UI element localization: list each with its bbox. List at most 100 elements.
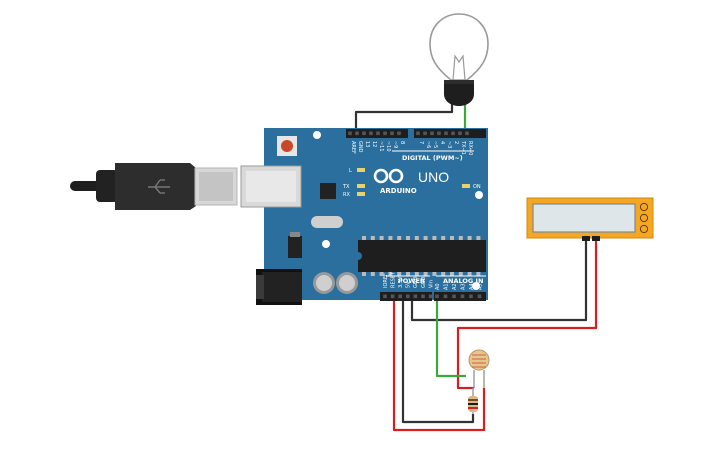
atmega-chip: [358, 236, 486, 276]
power-pin-socket[interactable]: [428, 294, 433, 299]
led-on: [462, 184, 470, 188]
wire-lcd-vcc[interactable]: [456, 240, 598, 390]
analog-pin-socket[interactable]: [477, 294, 482, 299]
led-rx-label: RX: [343, 192, 350, 198]
wire-a0[interactable]: [435, 300, 466, 378]
chip-pin: [458, 236, 463, 240]
chip-pin: [397, 272, 402, 276]
analog-pin-label: A3: [460, 283, 466, 290]
voltage-regulator: [288, 236, 302, 258]
analog-pin-socket[interactable]: [469, 294, 473, 299]
lcd-pin-icons: [639, 202, 649, 234]
digital-pin-socket[interactable]: [397, 131, 401, 136]
power-pin-socket[interactable]: [421, 294, 425, 299]
chip-pin: [370, 236, 375, 240]
digital-pin-socket[interactable]: [369, 131, 373, 136]
analog-pin-label: A0: [435, 283, 441, 290]
analog-pin-socket[interactable]: [452, 294, 456, 299]
power-pin-label: 3.3V: [398, 276, 404, 288]
chip-pin: [467, 272, 472, 276]
digital-pin-socket[interactable]: [423, 131, 427, 136]
led-l: [357, 168, 365, 172]
digital-pin-socket[interactable]: [376, 131, 380, 136]
chip-pin: [450, 272, 454, 276]
analog-pin-label: A1: [443, 283, 449, 290]
mounting-hole: [475, 191, 483, 199]
brand-label: ARDUINO: [380, 187, 417, 195]
digital-pin-label: ~9: [392, 141, 398, 148]
digital-pin-socket[interactable]: [348, 131, 352, 136]
capacitor: [336, 272, 358, 294]
resistor[interactable]: [468, 388, 478, 414]
light-bulb-icon[interactable]: [429, 13, 489, 106]
analog-pin-label: A4: [469, 283, 475, 290]
digital-pin-label: 13: [364, 141, 370, 147]
power-pin-label: GND: [413, 276, 419, 288]
chip-pin: [423, 236, 428, 240]
digital-pin-socket[interactable]: [362, 131, 366, 136]
chip-pin: [476, 236, 481, 240]
chip-pin: [441, 236, 446, 240]
digital-pin-label: ~5: [432, 141, 438, 148]
chip-pin: [362, 236, 366, 240]
crystal: [311, 216, 343, 228]
chip-pin: [370, 272, 375, 276]
digital-pin-label: 2: [453, 141, 459, 144]
chip-pin: [432, 236, 437, 240]
usb-cable[interactable]: [70, 163, 238, 210]
chip-pin: [476, 272, 481, 276]
wires: [354, 104, 598, 432]
chip-pin: [388, 236, 393, 240]
digital-pin-socket[interactable]: [451, 131, 455, 136]
digital-pin-socket[interactable]: [458, 131, 462, 136]
chip-pin: [423, 272, 428, 276]
lcd-display[interactable]: [526, 197, 654, 241]
digital-pin-label: AREF: [350, 141, 356, 154]
digital-pin-socket[interactable]: [355, 131, 359, 136]
digital-pin-socket[interactable]: [430, 131, 434, 136]
digital-pin-label: ~11: [378, 141, 384, 152]
wire-bulb-gnd[interactable]: [354, 104, 454, 131]
chip-pin: [467, 236, 472, 240]
wire-lcd-gnd[interactable]: [410, 240, 588, 322]
chip-pin: [379, 272, 384, 276]
digital-pin-socket[interactable]: [437, 131, 441, 136]
power-pin-label: 5V: [406, 281, 412, 288]
analog-pin-socket[interactable]: [443, 294, 448, 299]
chip-pin: [406, 236, 410, 240]
mounting-hole: [472, 282, 480, 290]
wire-gnd[interactable]: [401, 300, 475, 424]
digital-pin-socket[interactable]: [465, 131, 469, 136]
power-header-label: POWER: [398, 277, 425, 285]
model-label: UNO: [418, 169, 449, 185]
power-jack: [256, 269, 302, 305]
photoresistor[interactable]: [468, 349, 490, 388]
power-pin-socket[interactable]: [383, 294, 387, 299]
analog-pin-socket[interactable]: [460, 294, 465, 299]
digital-pin-socket[interactable]: [444, 131, 448, 136]
wire-5v[interactable]: [392, 300, 486, 432]
power-pin-socket[interactable]: [390, 294, 395, 299]
analog-pin-socket[interactable]: [435, 294, 439, 299]
digital-pin-label: GND: [357, 141, 363, 153]
led-on-label: ON: [473, 184, 481, 190]
power-pin-socket[interactable]: [413, 294, 418, 299]
led-l-label: L: [349, 168, 352, 174]
reset-button[interactable]: [277, 136, 297, 156]
digital-pin-socket[interactable]: [390, 131, 394, 136]
digital-pin-socket[interactable]: [383, 131, 387, 136]
power-pin-socket[interactable]: [398, 294, 402, 299]
digital-pin-socket[interactable]: [416, 131, 420, 136]
mounting-hole: [322, 240, 330, 248]
capacitor: [313, 272, 335, 294]
digital-pin-label: RX←0: [467, 141, 473, 155]
led-rx: [357, 192, 365, 196]
power-pin-socket[interactable]: [406, 294, 410, 299]
chip-pin: [450, 236, 454, 240]
chip-pin: [414, 272, 419, 276]
